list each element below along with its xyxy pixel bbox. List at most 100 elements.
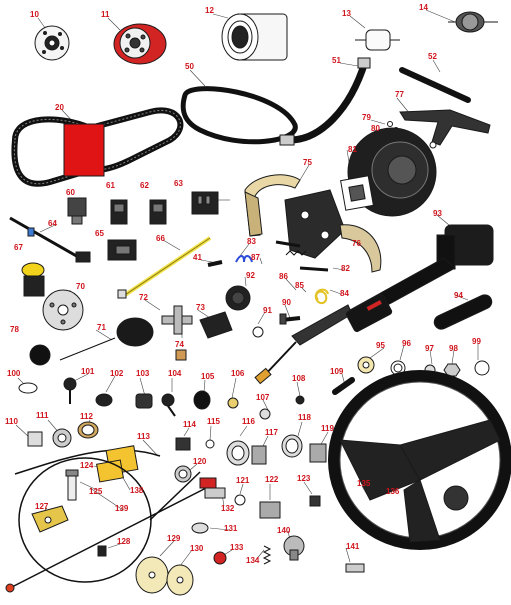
- callout-96: 96: [402, 339, 411, 348]
- callout-81: 81: [348, 145, 357, 154]
- callout-115: 115: [207, 417, 220, 426]
- callout-108: 108: [292, 374, 306, 383]
- callout-75: 75: [303, 158, 312, 167]
- bushing-110: [27, 431, 43, 447]
- filter-cartridge: [448, 11, 498, 33]
- hydraulic-filter: [113, 23, 167, 65]
- spark-plug-125: [65, 469, 79, 501]
- callout-136: 136: [386, 487, 400, 496]
- bearing-119: [309, 443, 327, 463]
- callout-63: 63: [174, 179, 183, 188]
- callout-76: 76: [352, 239, 361, 248]
- nut-108: [295, 395, 305, 405]
- nut-98: [443, 363, 461, 377]
- seal-133: [213, 551, 227, 565]
- callout-78: 78: [10, 325, 19, 334]
- callout-111: 111: [36, 411, 49, 420]
- ignition-switch-67: [21, 262, 45, 297]
- callout-13: 13: [342, 9, 351, 18]
- clip-123: [309, 495, 321, 507]
- callout-113: 113: [137, 432, 150, 441]
- callout-118: 118: [298, 413, 311, 422]
- callout-110: 110: [5, 417, 18, 426]
- ring-99: [474, 360, 490, 376]
- seat-belt-pad: [433, 294, 493, 330]
- callout-64: 64: [48, 219, 57, 228]
- bearing-122: [259, 501, 281, 519]
- callout-85: 85: [295, 281, 304, 290]
- brake-shoe-right: [339, 224, 382, 273]
- callout-139: 139: [115, 504, 129, 513]
- pin-82: [299, 266, 329, 272]
- callout-107: 107: [256, 393, 270, 402]
- callout-128: 128: [117, 537, 131, 546]
- nut-107: [259, 408, 271, 420]
- hub-70: [42, 289, 84, 331]
- drive-belt: [11, 107, 184, 187]
- air-filter: [221, 13, 288, 61]
- callout-14: 14: [419, 3, 428, 12]
- connector-65: [107, 239, 137, 261]
- washer-79: [387, 121, 393, 127]
- callout-80: 80: [371, 124, 380, 133]
- callout-10: 10: [30, 10, 39, 19]
- callout-116: 116: [242, 417, 255, 426]
- callout-125: 125: [89, 487, 103, 496]
- fuel-cap-71: [59, 317, 154, 361]
- fitting-120: [174, 465, 192, 483]
- thermostat-140: [283, 535, 305, 561]
- callout-91: 91: [263, 306, 272, 315]
- brake-shoe: [244, 174, 301, 237]
- callout-86: 86: [279, 272, 288, 281]
- callout-129: 129: [167, 534, 181, 543]
- gasket-plate: [340, 175, 374, 211]
- callout-41: 41: [193, 253, 202, 262]
- cable-128: [5, 477, 217, 593]
- spring-83: [235, 255, 253, 263]
- switch-60: [67, 197, 87, 225]
- callout-117: 117: [265, 428, 278, 437]
- cable-66: [117, 236, 212, 299]
- callout-120: 120: [193, 457, 207, 466]
- knob-78: [29, 344, 51, 366]
- callout-60: 60: [66, 188, 75, 197]
- callout-20: 20: [55, 103, 64, 112]
- callout-98: 98: [449, 344, 458, 353]
- fuel-filter: [355, 29, 400, 51]
- seal-105: [193, 390, 211, 410]
- callout-62: 62: [140, 181, 149, 190]
- nut-91: [252, 326, 264, 338]
- callout-104: 104: [168, 369, 182, 378]
- callout-70: 70: [76, 282, 85, 291]
- disc-129: [135, 556, 169, 594]
- spring-86: [285, 250, 307, 256]
- callout-100: 100: [7, 369, 21, 378]
- spring-84: [314, 288, 329, 304]
- callout-127: 127: [35, 502, 49, 511]
- callout-141: 141: [346, 542, 360, 551]
- backing-bracket: [284, 189, 346, 259]
- washer-131: [191, 522, 209, 534]
- callout-82: 82: [341, 264, 350, 273]
- callout-93: 93: [433, 209, 442, 218]
- relay-63: [191, 191, 219, 215]
- bearing-117: [251, 445, 267, 465]
- callout-103: 103: [136, 369, 150, 378]
- knob-101: [63, 377, 77, 404]
- washer-106: [227, 397, 239, 409]
- bracket-73: [199, 311, 233, 339]
- spring-134: [262, 545, 272, 565]
- wire-harness-64: [9, 216, 91, 263]
- bushing-103: [135, 393, 153, 409]
- switch-62: [149, 199, 167, 225]
- callout-77: 77: [395, 90, 404, 99]
- callout-135: 135: [357, 479, 371, 488]
- callout-122: 122: [265, 475, 279, 484]
- bracket-127: [31, 505, 69, 533]
- callout-51: 51: [332, 56, 341, 65]
- callout-12: 12: [205, 6, 214, 15]
- callout-66: 66: [156, 234, 165, 243]
- rubber-band: [180, 86, 298, 145]
